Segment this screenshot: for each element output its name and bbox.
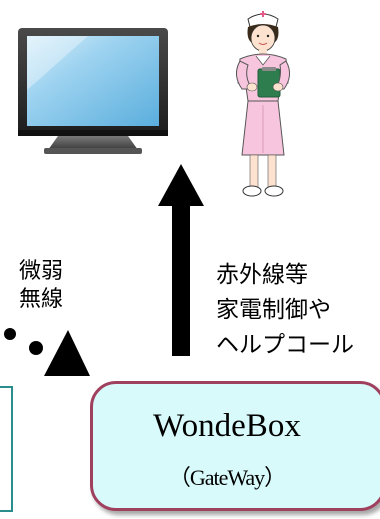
tv-monitor-icon [18,28,168,154]
wondebox-subtitle: （GateWay） [168,465,286,490]
infrared-label-line3: ヘルプコール [216,332,354,358]
wireless-label-line2: 無線 [18,287,63,312]
infrared-label-line2: 家電制御や [216,297,331,323]
arrow-up-icon [158,164,204,356]
nurse-icon [236,11,290,197]
wireless-label-line1: 微弱 [18,259,63,284]
wondebox-gateway: WondeBox （GateWay） [90,381,380,511]
wireless-signal-icon [4,328,90,376]
infrared-label: 赤外線等 家電制御や ヘルプコール [216,258,380,363]
wireless-label: 微弱 無線 [6,258,76,314]
wondebox-title: WondeBox [153,408,301,444]
infrared-label-line1: 赤外線等 [216,262,308,288]
device-box-partial [0,386,13,512]
